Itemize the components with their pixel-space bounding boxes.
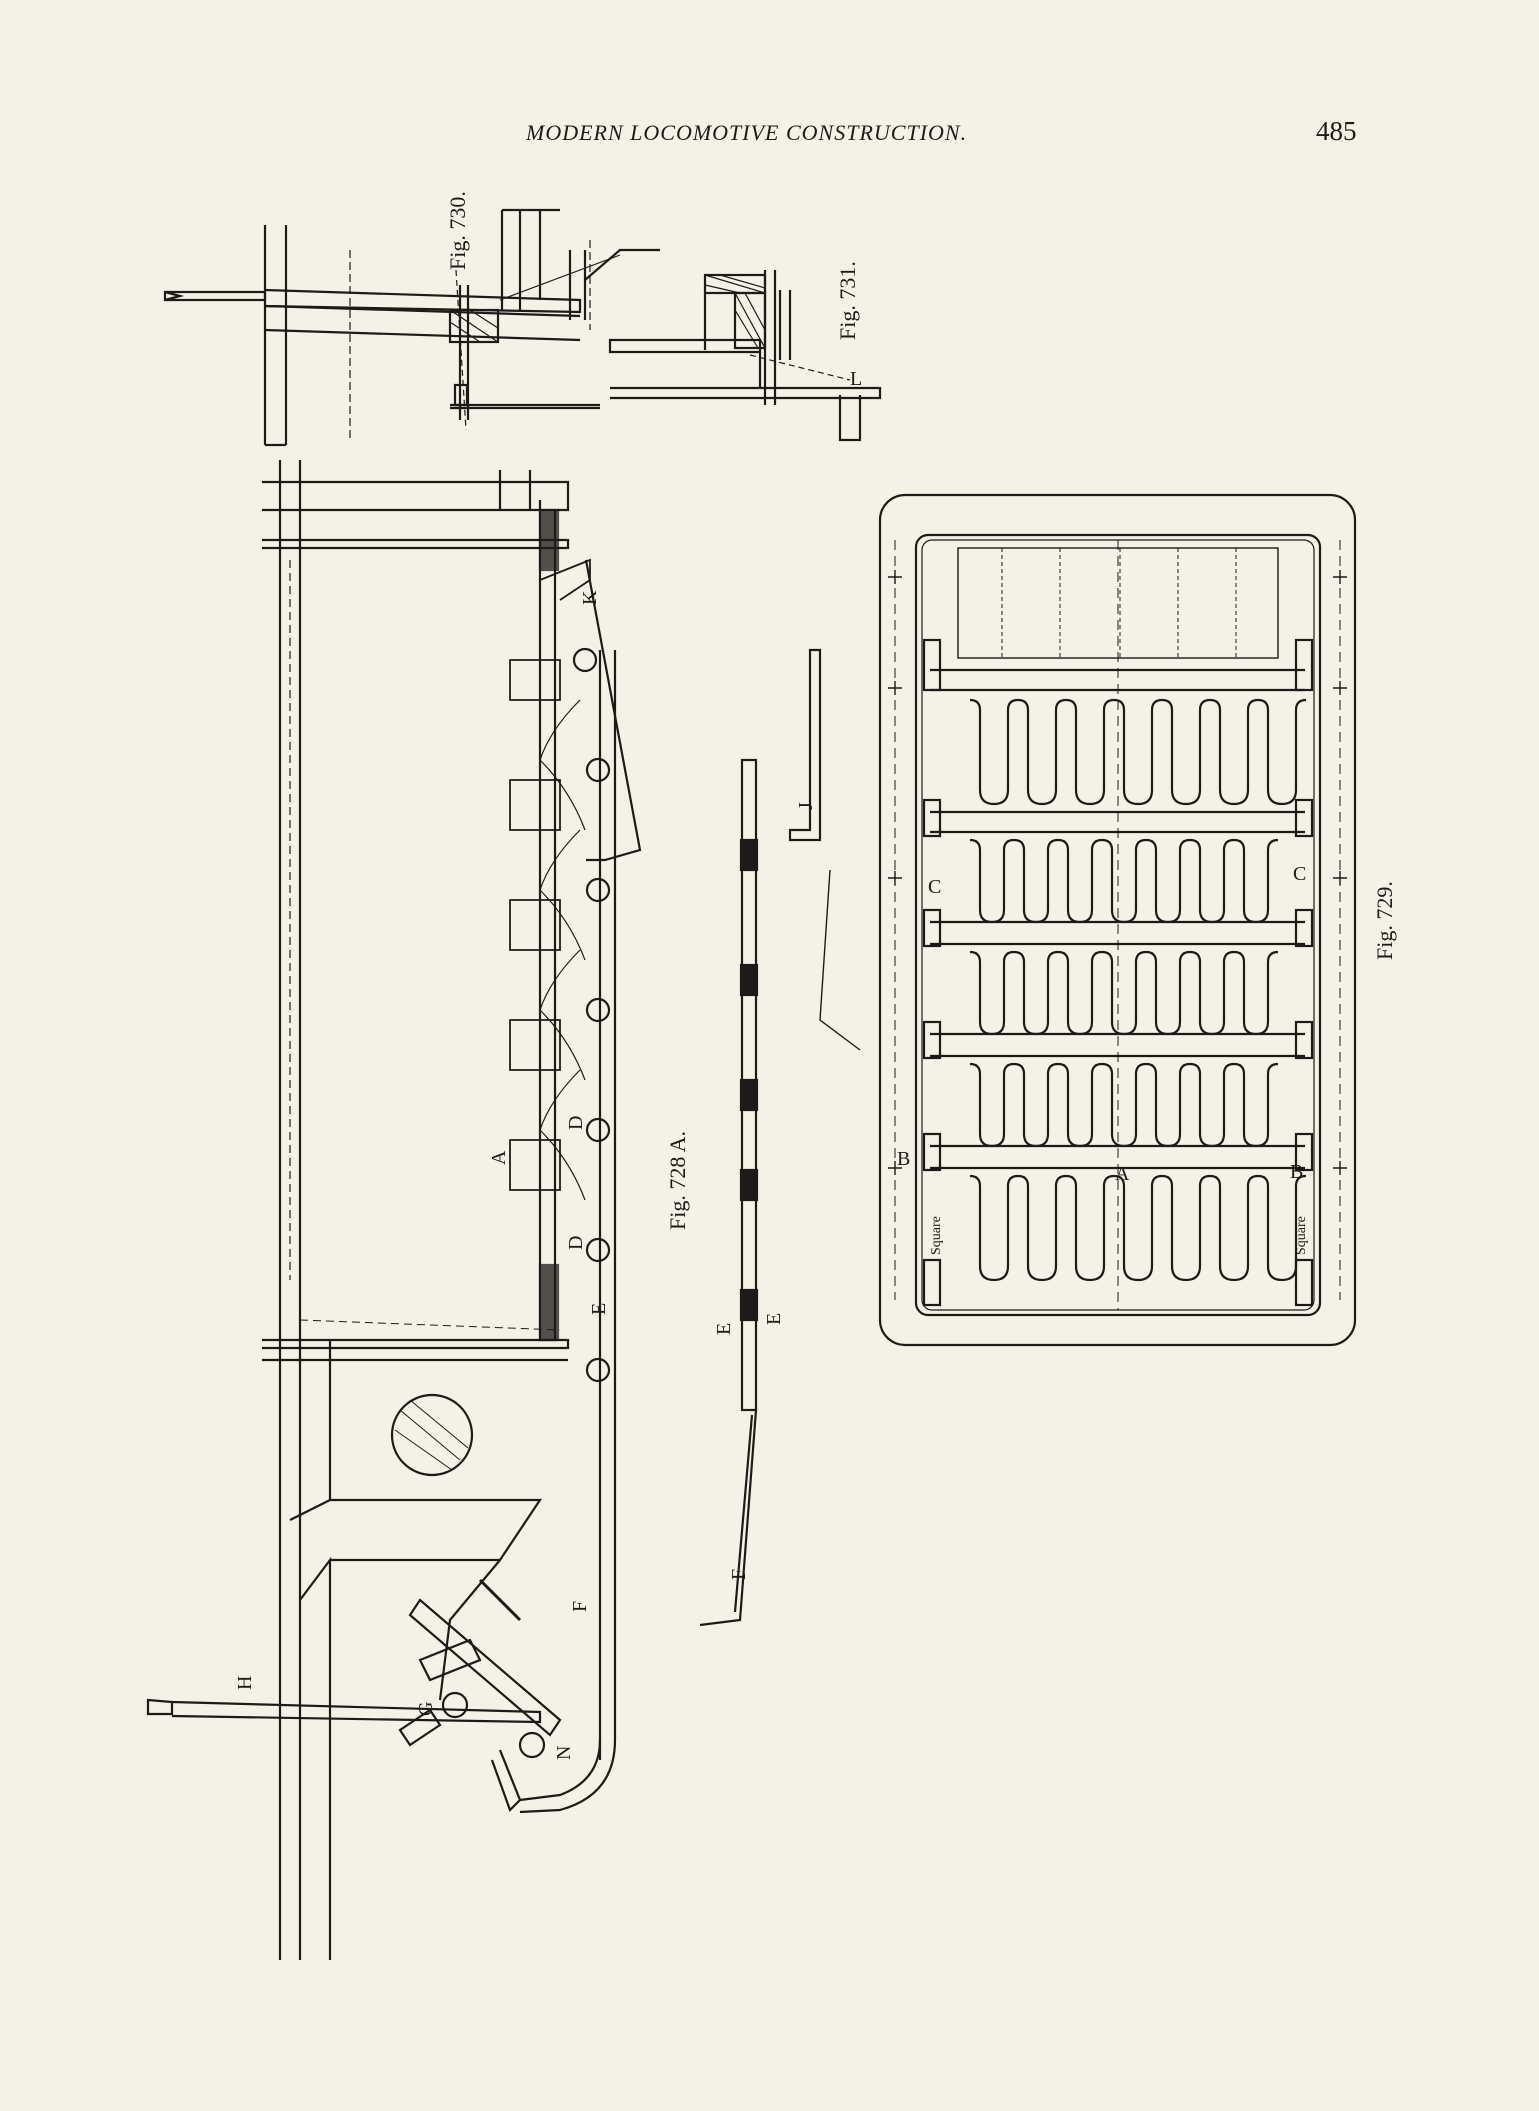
label-E-strip-1: E xyxy=(713,1323,735,1335)
label-D-1: D xyxy=(565,1116,587,1130)
label-A-plan: A xyxy=(1115,1163,1130,1185)
label-N: N xyxy=(553,1746,575,1760)
label-square-left: Square xyxy=(929,1216,944,1255)
label-F-strip: F xyxy=(728,1569,750,1580)
label-C-right: C xyxy=(1293,863,1306,885)
figure-728a-drawing xyxy=(699,648,861,1627)
figure-728-drawing xyxy=(146,460,642,1960)
label-E-lever: E xyxy=(588,1303,610,1315)
figure-730-caption: Fig. 730. xyxy=(445,191,470,270)
figure-729-drawing xyxy=(878,493,1357,1347)
label-L: L xyxy=(850,368,862,390)
label-J: J xyxy=(795,802,817,810)
label-H: H xyxy=(234,1676,256,1690)
label-E-strip-2: E xyxy=(763,1313,785,1325)
figure-731-caption: Fig. 731. xyxy=(835,261,860,340)
figure-731-drawing xyxy=(608,270,882,442)
label-square-right: Square xyxy=(1294,1216,1309,1255)
label-B-right: B xyxy=(1290,1161,1303,1183)
figure-730-drawing xyxy=(163,208,660,447)
label-C-left: C xyxy=(928,876,941,898)
label-A-elevation: A xyxy=(488,1150,510,1165)
label-F-lever: F xyxy=(569,1601,591,1612)
figure-728a-caption: Fig. 728 A. xyxy=(665,1131,690,1230)
figure-729-caption: Fig. 729. xyxy=(1372,881,1397,960)
label-K: K xyxy=(579,590,601,605)
label-D-2: D xyxy=(565,1236,587,1250)
running-head: MODERN LOCOMOTIVE CONSTRUCTION. xyxy=(526,120,968,145)
label-G: G xyxy=(415,1702,437,1716)
page-number: 485 xyxy=(1316,116,1357,146)
label-B-left: B xyxy=(897,1148,910,1170)
